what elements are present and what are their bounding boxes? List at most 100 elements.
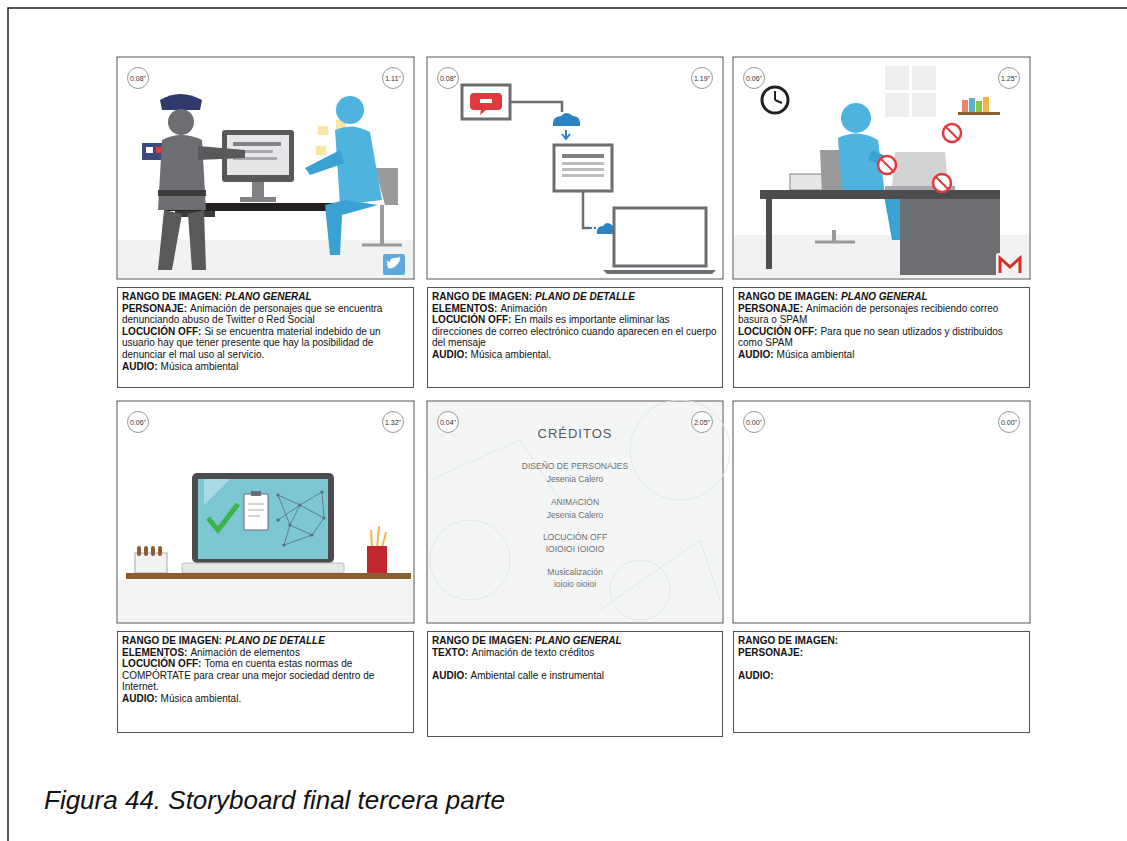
time-text: 1.19" [694,75,710,82]
flow-line [590,227,596,229]
credits-ground [428,400,730,622]
credit-name: ioioio oioioi [554,579,596,589]
message-window [462,85,510,119]
time-text: 0.00" [746,419,762,426]
shelf [958,112,1000,115]
police-legs [158,210,206,270]
spam-sign [881,127,958,189]
shot-type: PLANO DE DETALLE [225,635,325,646]
network [278,492,324,545]
frame [427,57,723,279]
field-line: RANGO DE IMAGEN:PLANO GENERAL [432,635,718,647]
frame [117,401,414,623]
clock [775,91,782,103]
monitor [252,182,264,198]
credit-role: ANIMACIÓN [551,497,599,507]
frame [117,57,414,279]
shot-type: PLANO GENERAL [841,291,928,302]
laptop-screen [198,479,328,559]
message-bubble [470,93,502,115]
field-line: PERSONAJE: [738,647,1025,659]
field-name: AUDIO: [122,361,158,372]
user-arm [305,150,345,175]
credit-role: LOCUCIÓN OFF [543,532,607,542]
book [962,100,968,112]
shot-type: PLANO GENERAL [535,635,622,646]
time-text: 0.08" [440,75,456,82]
shot-description: RANGO DE IMAGEN:PERSONAJE:AUDIO: [733,631,1030,733]
field-name: PERSONAJE: [738,303,803,314]
twitter-icon [383,254,405,275]
field-line: RANGO DE IMAGEN:PLANO DE DETALLE [122,635,409,647]
monitor [240,197,276,202]
time-stamp: 0.00" [743,411,765,433]
field-line: LOCUCIÓN OFF:En mails es importante elim… [432,314,718,349]
time-stamp: 0.08" [127,67,149,89]
monitor [562,162,604,165]
check-mark [208,504,238,530]
shot-description: RANGO DE IMAGEN:PLANO DE DETALLEELEMENTO… [117,631,414,733]
scene-mail [462,85,716,274]
figure-caption: Figura 44. Storyboard final tercera part… [44,785,505,816]
field-name: LOCUCIÓN OFF: [122,658,201,669]
time-stamp: 0.00" [998,411,1020,433]
laptop-base [182,563,344,573]
pencils [371,526,386,548]
field-name: RANGO DE IMAGEN: [122,291,222,302]
field-name: RANGO DE IMAGEN: [738,635,838,646]
credits-title: CRÉDITOS [538,426,613,441]
field-value: Animación [500,303,547,314]
network [276,490,325,546]
shot-type: PLANO GENERAL [225,291,312,302]
cloud-icon [553,113,580,126]
calendar-rings [137,546,162,556]
time-stamp: 0.06" [743,67,765,89]
field-name: AUDIO: [738,349,774,360]
time-text: 1.25" [1001,75,1017,82]
time-stamp: 1.32" [382,411,404,433]
field-name: PERSONAJE: [122,303,187,314]
field-line: AUDIO:Música ambiental. [432,349,718,361]
field-value: Animación de texto créditos [471,647,594,658]
texture [430,400,730,620]
field-name: ELEMENTOS: [122,647,187,658]
printer [790,174,826,190]
gmail-icon [1000,258,1020,273]
laptop-lid [192,473,334,563]
floor [118,580,413,622]
frame-set [117,57,1030,623]
clipboard [244,494,268,530]
time-text: 1.11" [385,75,401,82]
police-head [168,109,194,135]
field-name: RANGO DE IMAGEN: [432,635,532,646]
monitor [562,174,604,177]
field-line: TEXTO:Animación de texto créditos [432,647,718,659]
field-value: Música ambiental. [471,349,552,360]
field-name: PERSONAJE: [738,647,803,658]
clipboard [248,504,264,516]
field-line: AUDIO:Música ambiental. [122,693,409,705]
monitor [233,142,281,146]
window [885,66,936,117]
monitor [554,145,612,191]
monitor [562,168,604,171]
field-name: AUDIO: [122,693,158,704]
monitor [562,154,604,158]
gmail-icon [996,253,1024,277]
twitter-bird [387,257,400,268]
field-line: LOCUCIÓN OFF:Toma en cuenta estas normas… [122,658,409,693]
user-head [336,96,364,124]
field-name: ELEMENTOS: [432,303,497,314]
field-value: Música ambiental [777,349,855,360]
flow-line [510,102,562,112]
field-value: Ambiental calle e instrumental [471,670,604,681]
time-text: 0.08" [130,75,146,82]
field-line: AUDIO:Música ambiental [122,361,409,373]
field-name: AUDIO: [432,670,468,681]
time-stamp: 0.08" [437,67,459,89]
chair [362,244,402,247]
note [318,126,328,135]
field-line: RANGO DE IMAGEN:PLANO GENERAL [738,291,1025,303]
time-stamp: 0.06" [127,411,149,433]
